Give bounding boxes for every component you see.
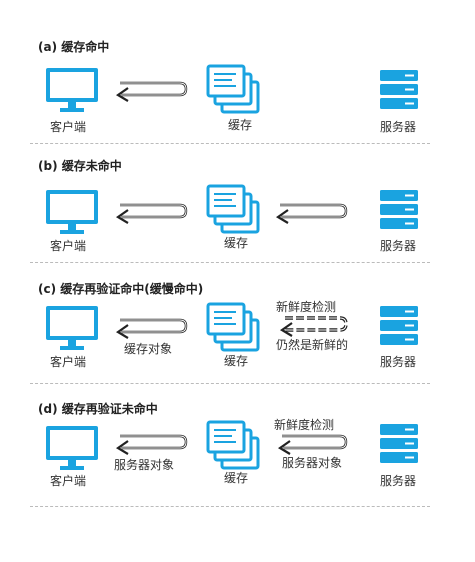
server-icon bbox=[380, 70, 418, 109]
return-arrow-icon bbox=[115, 318, 188, 339]
return-arrow-icon bbox=[115, 81, 188, 102]
still-fresh-label: 仍然是新鲜的 bbox=[276, 338, 349, 352]
client-monitor-icon bbox=[46, 306, 98, 350]
server-label: 服务器 bbox=[380, 239, 417, 253]
server-label: 服务器 bbox=[380, 355, 417, 369]
client-label: 客户端 bbox=[50, 474, 87, 488]
panel-title: (c) 缓存再验证命中(缓慢命中) bbox=[38, 282, 204, 296]
client-monitor-icon bbox=[46, 426, 98, 470]
cache-documents-icon bbox=[206, 184, 260, 234]
server-icon bbox=[380, 306, 418, 345]
freshness-check-label: 新鲜度检测 bbox=[274, 418, 335, 432]
cache-hit-diagram bbox=[46, 64, 418, 114]
cache-label: 缓存 bbox=[224, 354, 249, 368]
client-monitor-icon bbox=[46, 190, 98, 234]
return-arrow-icon bbox=[115, 434, 188, 455]
section-divider bbox=[30, 383, 430, 384]
return-arrow-icon bbox=[115, 203, 188, 224]
server-label: 服务器 bbox=[380, 120, 417, 134]
panel-title: (d) 缓存再验证未命中 bbox=[38, 402, 158, 416]
cache-documents-icon bbox=[206, 420, 260, 470]
client-label: 客户端 bbox=[50, 120, 87, 134]
panel-title: (a) 缓存命中 bbox=[38, 40, 110, 54]
server-return-arrow-icon bbox=[275, 203, 348, 224]
cache-label: 缓存 bbox=[228, 118, 253, 132]
server-return-arrow-icon bbox=[277, 434, 348, 455]
left-arrow-label: 缓存对象 bbox=[124, 342, 173, 356]
server-object-label: 服务器对象 bbox=[282, 456, 343, 470]
client-label: 客户端 bbox=[50, 355, 87, 369]
section-divider bbox=[30, 143, 430, 144]
cache-documents-icon bbox=[206, 302, 260, 352]
section-divider bbox=[30, 506, 430, 507]
cache-label: 缓存 bbox=[224, 471, 249, 485]
client-monitor-icon bbox=[46, 68, 98, 112]
section-divider bbox=[30, 262, 430, 263]
freshness-check-label: 新鲜度检测 bbox=[276, 300, 337, 314]
left-arrow-label: 服务器对象 bbox=[114, 458, 175, 472]
client-label: 客户端 bbox=[50, 239, 87, 253]
server-icon bbox=[380, 190, 418, 229]
cache-miss-diagram bbox=[46, 184, 418, 234]
revalidate-hit-diagram bbox=[46, 302, 418, 352]
revalidate-miss-diagram bbox=[46, 420, 418, 470]
server-icon bbox=[380, 424, 418, 463]
server-label: 服务器 bbox=[380, 474, 417, 488]
cache-documents-icon bbox=[206, 64, 260, 114]
dashed-freshness-arrow-icon bbox=[279, 316, 348, 337]
cache-label: 缓存 bbox=[224, 236, 249, 250]
panel-title: (b) 缓存未命中 bbox=[38, 159, 122, 173]
